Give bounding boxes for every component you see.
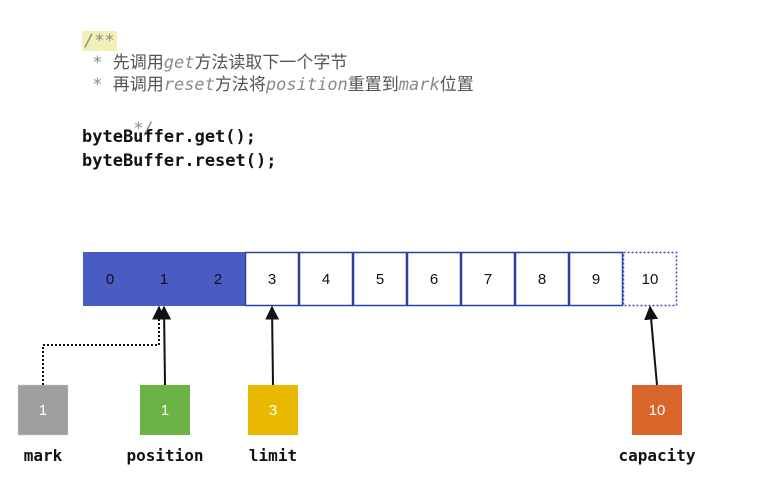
buffer-cell-label-6: 6 bbox=[430, 271, 438, 288]
position-value: 1 bbox=[161, 402, 169, 419]
limit-value: 3 bbox=[269, 402, 277, 419]
comment-text: 位置 bbox=[439, 75, 474, 95]
comment-code: mark bbox=[398, 75, 440, 95]
comment-line-1: * 先调用get方法读取下一个字节 bbox=[82, 52, 347, 74]
buffer-cell-4 bbox=[298, 251, 354, 307]
buffer-cell-6 bbox=[406, 251, 462, 307]
comment-code: get bbox=[163, 53, 195, 73]
position-arrow bbox=[157, 305, 172, 386]
buffer-cells: 0 1 2 3 4 5 6 7 8 9 10 bbox=[83, 251, 678, 307]
buffer-cell-7 bbox=[460, 251, 516, 307]
comment-open-line: /** bbox=[82, 30, 117, 52]
buffer-cell-5 bbox=[352, 251, 408, 307]
comment-open: /** bbox=[82, 31, 117, 51]
mark-value-box bbox=[17, 384, 69, 436]
statement-get: byteBuffer.get(); bbox=[82, 127, 256, 147]
comment-text: 方法将 bbox=[214, 75, 266, 95]
mark-arrow bbox=[42, 305, 166, 385]
comment-text: 方法读取下一个字节 bbox=[194, 53, 348, 73]
buffer-cell-3 bbox=[244, 251, 300, 307]
comment-prefix: * bbox=[82, 53, 113, 73]
capacity-value: 10 bbox=[649, 402, 666, 419]
comment-code: reset bbox=[163, 75, 215, 95]
buffer-cell-label-5: 5 bbox=[376, 271, 384, 288]
capacity-value-box bbox=[632, 385, 682, 435]
comment-text: 再调用 bbox=[112, 75, 164, 95]
position-label: position bbox=[126, 446, 204, 465]
capacity-arrow bbox=[644, 305, 659, 386]
buffer-cell-label-3: 3 bbox=[268, 271, 276, 288]
comment-text: 先调用 bbox=[112, 53, 164, 73]
filled-region bbox=[83, 252, 245, 306]
comment-close-line: */ bbox=[82, 96, 154, 162]
mark-label: mark bbox=[23, 446, 63, 465]
buffer-cell-label-10: 10 bbox=[642, 271, 659, 288]
buffer-cell-label-7: 7 bbox=[484, 271, 492, 288]
comment-code: position bbox=[265, 75, 348, 95]
limit-label: limit bbox=[248, 446, 298, 465]
buffer-cell-label-1: 1 bbox=[160, 271, 168, 288]
mark-value: 1 bbox=[39, 402, 47, 419]
buffer-pointers: 1 1 3 10 bbox=[17, 305, 682, 436]
buffer-cell-label-9: 9 bbox=[592, 271, 600, 288]
buffer-cell-8 bbox=[514, 251, 570, 307]
comment-line-2: * 再调用reset方法将position重置到mark位置 bbox=[82, 74, 474, 96]
statement-reset: byteBuffer.reset(); bbox=[82, 151, 277, 171]
position-value-box bbox=[140, 385, 190, 435]
buffer-cell-label-8: 8 bbox=[538, 271, 546, 288]
limit-arrow bbox=[265, 305, 280, 386]
buffer-cell-label-2: 2 bbox=[214, 271, 222, 288]
capacity-label: capacity bbox=[618, 446, 696, 465]
comment-prefix: * bbox=[82, 75, 113, 95]
comment-close: */ bbox=[122, 119, 154, 139]
buffer-cell-label-4: 4 bbox=[322, 271, 330, 288]
comment-text: 重置到 bbox=[347, 75, 399, 95]
buffer-cell-label-0: 0 bbox=[106, 271, 114, 288]
limit-value-box bbox=[248, 385, 298, 435]
buffer-cell-9 bbox=[568, 251, 624, 307]
buffer-cell-10 bbox=[622, 251, 678, 307]
